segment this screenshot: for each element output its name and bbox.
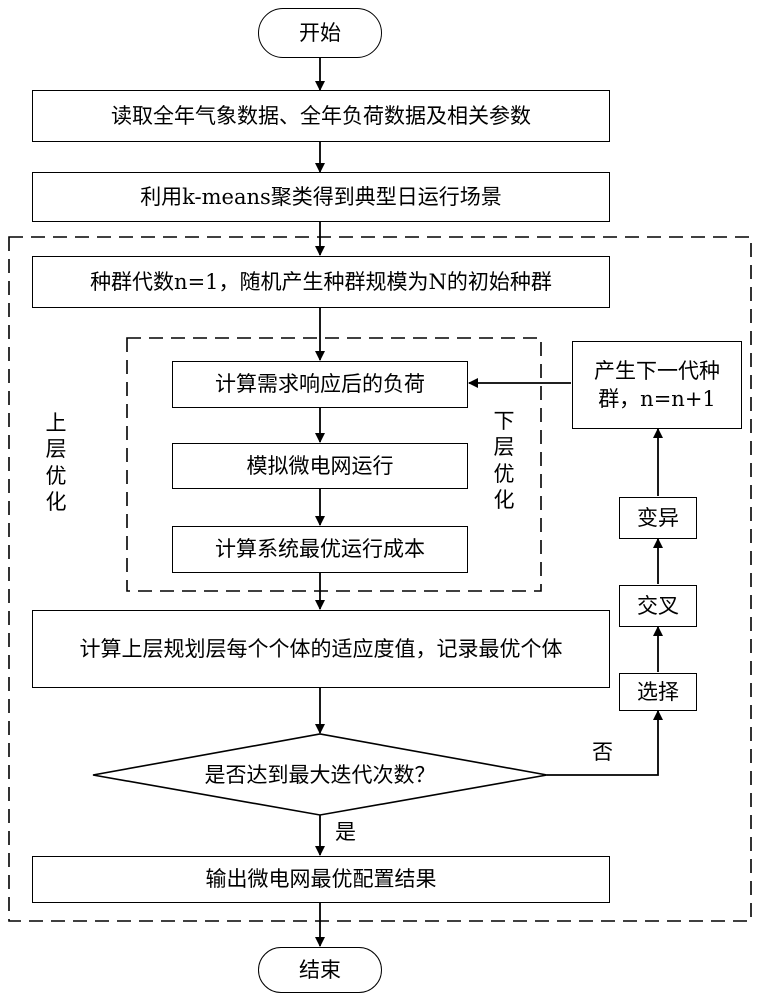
selection-label: 选择 — [637, 678, 679, 706]
next-generation-box: 产生下一代种群，n=n+1 — [572, 341, 742, 429]
upper-optimization-label: 上 层 优 化 — [44, 410, 68, 515]
start-terminal: 开始 — [258, 8, 382, 58]
read-data-label: 读取全年气象数据、全年负荷数据及相关参数 — [111, 102, 531, 130]
upper-optimization-frame — [9, 237, 751, 921]
end-label: 结束 — [299, 956, 341, 984]
output-label: 输出微电网最优配置结果 — [206, 865, 437, 893]
crossover-label: 交叉 — [637, 592, 679, 620]
init-population-label: 种群代数n=1，随机产生种群规模为N的初始种群 — [90, 268, 552, 296]
output-box: 输出微电网最优配置结果 — [32, 856, 610, 903]
start-label: 开始 — [299, 19, 341, 47]
fitness-box: 计算上层规划层每个个体的适应度值，记录最优个体 — [32, 610, 610, 688]
mutation-label: 变异 — [637, 504, 679, 532]
init-population-box: 种群代数n=1，随机产生种群规模为N的初始种群 — [32, 256, 610, 308]
lower-optimization-label: 下 层 优 化 — [492, 408, 516, 513]
calc-load-box: 计算需求响应后的负荷 — [172, 361, 468, 408]
simulate-microgrid-label: 模拟微电网运行 — [247, 452, 394, 480]
read-data-box: 读取全年气象数据、全年负荷数据及相关参数 — [32, 90, 610, 142]
kmeans-box: 利用k-means聚类得到典型日运行场景 — [32, 172, 610, 222]
fitness-label: 计算上层规划层每个个体的适应度值，记录最优个体 — [80, 635, 563, 663]
calc-cost-box: 计算系统最优运行成本 — [172, 526, 468, 573]
end-terminal: 结束 — [258, 947, 382, 993]
simulate-microgrid-box: 模拟微电网运行 — [172, 443, 468, 489]
next-generation-label: 产生下一代种群，n=n+1 — [589, 357, 725, 414]
selection-box: 选择 — [619, 673, 697, 711]
calc-cost-label: 计算系统最优运行成本 — [215, 535, 425, 563]
calc-load-label: 计算需求响应后的负荷 — [215, 370, 425, 398]
no-label: 否 — [592, 740, 613, 765]
yes-label: 是 — [335, 820, 356, 845]
crossover-box: 交叉 — [619, 585, 697, 627]
kmeans-label: 利用k-means聚类得到典型日运行场景 — [140, 183, 502, 211]
mutation-box: 变异 — [619, 497, 697, 539]
decision-label: 是否达到最大迭代次数？ — [120, 752, 520, 796]
